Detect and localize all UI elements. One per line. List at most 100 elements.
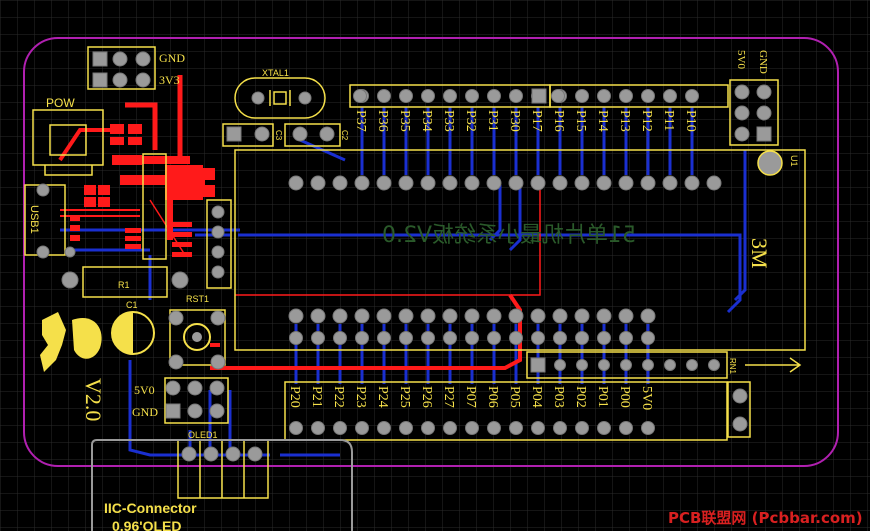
top-pin-label: P37 <box>353 110 368 132</box>
chip-pad <box>530 175 546 191</box>
header-pad <box>465 421 479 435</box>
xtal-designator: XTAL1 <box>262 68 289 78</box>
bottom-pin-label: P01 <box>595 386 610 408</box>
svg-text:+: + <box>118 337 126 353</box>
top-pin-label: P14 <box>595 110 610 132</box>
chip-pad <box>641 331 655 345</box>
top-pin-label: P17 <box>529 110 544 132</box>
header-pad <box>377 89 391 103</box>
fixed-pads <box>36 51 772 462</box>
chip-pad <box>530 308 546 324</box>
bottom-pin-label: P06 <box>485 386 500 408</box>
bottom-pin-label: 5V0 <box>639 386 654 410</box>
bottom-copper-traces <box>60 138 747 457</box>
chip-pad <box>684 175 700 191</box>
chip-pad <box>332 175 348 191</box>
bottom-pin-label: P00 <box>617 386 632 408</box>
watermark-text: PCB联盟网 (Pcbbar.com) <box>668 509 863 527</box>
rn1-pad <box>554 359 566 371</box>
chip-pad <box>443 331 457 345</box>
header-pad <box>443 421 457 435</box>
chip-pad <box>531 331 545 345</box>
header-pad <box>509 421 523 435</box>
header-pad <box>421 89 435 103</box>
bottom-pin-label: P04 <box>529 386 544 408</box>
header-pad <box>421 421 435 435</box>
chip-pad <box>662 175 678 191</box>
chip-pad <box>597 331 611 345</box>
top-pin-label: P30 <box>507 110 522 132</box>
bottom-pin-label: P21 <box>309 386 324 408</box>
rn1-pad <box>664 359 676 371</box>
chip-pad <box>288 175 304 191</box>
r1-designator: R1 <box>118 280 130 290</box>
chip-pad <box>486 175 502 191</box>
chip-pad <box>465 331 479 345</box>
chip-pad <box>377 331 391 345</box>
header-pad <box>619 89 633 103</box>
chip-pad <box>354 308 370 324</box>
chip-pad <box>311 331 325 345</box>
oled-connector-title: IIC-Connector <box>104 500 197 516</box>
header-pad <box>377 421 391 435</box>
chip-pad <box>640 308 656 324</box>
rn1-pad <box>576 359 588 371</box>
chip-pad <box>289 331 303 345</box>
header-pad <box>575 89 589 103</box>
chip-pad <box>596 308 612 324</box>
chip-pad <box>706 175 722 191</box>
rn1-pad <box>708 359 720 371</box>
header-pad <box>399 421 413 435</box>
chip-pad <box>509 331 523 345</box>
board-title: 51单片机最小系统板V2.0 <box>382 223 636 248</box>
chip-pad <box>618 308 634 324</box>
crystal-body <box>269 90 291 106</box>
chip-pad <box>398 308 414 324</box>
chip-pad <box>464 175 480 191</box>
chip-pad <box>376 308 392 324</box>
header-pad <box>597 89 611 103</box>
bottom-pin-label: P25 <box>397 386 412 408</box>
chip-pad <box>332 308 348 324</box>
5v0-left-label: 5V0 <box>134 383 155 397</box>
chip-pad <box>421 331 435 345</box>
chip-pad <box>553 331 567 345</box>
header-pad <box>353 89 367 103</box>
top-pin-label: P31 <box>485 110 500 132</box>
header-pad <box>487 89 501 103</box>
chip-pad <box>552 175 568 191</box>
chip-pad <box>288 308 304 324</box>
bottom-pin-label: P03 <box>551 386 566 408</box>
u1-designator: U1 <box>789 155 799 167</box>
chip-pad <box>310 175 326 191</box>
version-label: V2.0 <box>81 378 106 421</box>
logo-graphic <box>40 312 102 372</box>
header-pad <box>487 421 501 435</box>
pow-designator: POW <box>46 96 75 110</box>
rn1-pad <box>686 359 698 371</box>
board-outline <box>23 37 839 467</box>
header-pad <box>597 421 611 435</box>
top-pin-label: P11 <box>661 110 676 131</box>
header-pad <box>641 89 655 103</box>
smd-pads <box>70 124 215 257</box>
gnd-left-label: GND <box>132 405 158 419</box>
header-pad <box>551 89 565 103</box>
top-pin-label: P12 <box>639 110 654 132</box>
chip-pad <box>552 308 568 324</box>
silkscreen-outlines <box>24 46 806 499</box>
chip-pad <box>508 175 524 191</box>
bottom-pin-label: P05 <box>507 386 522 408</box>
c2-designator: C2 <box>340 130 349 141</box>
chip-pad <box>486 308 502 324</box>
rn1-pad <box>620 359 632 371</box>
oled-connector-subtitle: 0.96'OLED <box>112 518 181 531</box>
header-pad <box>355 421 369 435</box>
header-pad <box>465 89 479 103</box>
header-pad <box>685 89 699 103</box>
reset-button-body[interactable] <box>183 323 211 351</box>
header-pad <box>333 421 347 435</box>
